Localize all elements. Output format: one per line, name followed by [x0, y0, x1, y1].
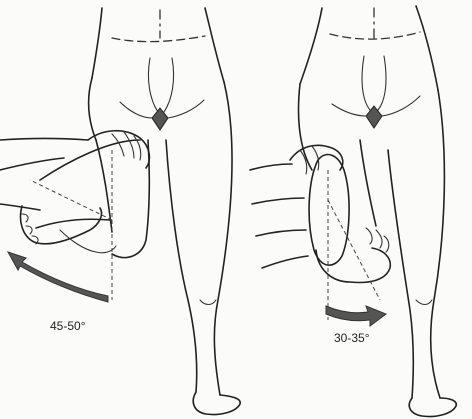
- right-knee-detail: [416, 300, 432, 305]
- left-buttock-line-left: [148, 58, 158, 112]
- left-gluteal-fold-right: [168, 100, 204, 118]
- left-examiner-arm-3: [0, 204, 40, 210]
- right-examiner-arm-1: [250, 164, 292, 170]
- right-waistband: [330, 32, 420, 39]
- left-buttock-line-right: [164, 58, 174, 112]
- right-waist-left-edge: [300, 8, 322, 84]
- right-bent-thigh-inner: [360, 140, 376, 226]
- left-waist-right-edge: [205, 8, 224, 82]
- right-standing-leg-inner: [388, 150, 413, 398]
- right-waist-right-edge: [416, 6, 438, 90]
- right-standing-foot: [409, 398, 456, 417]
- right-gluteal-cleft: [366, 106, 382, 128]
- right-buttock-line-left: [362, 56, 370, 110]
- left-held-foot: [21, 206, 102, 244]
- left-standing-foot: [193, 392, 240, 415]
- left-bent-thigh-lower: [112, 140, 149, 258]
- right-examiner-arm-3: [256, 230, 306, 236]
- right-bent-thigh-outer: [299, 84, 313, 170]
- right-angle-line: [328, 200, 380, 300]
- left-angle-line: [30, 180, 112, 220]
- left-standing-leg-inner: [166, 140, 197, 392]
- right-gluteal-fold-right: [382, 96, 420, 116]
- left-gluteal-fold-left: [120, 102, 152, 118]
- right-examiner-arm-4: [262, 256, 308, 268]
- right-bent-calf: [309, 155, 349, 266]
- left-waist-left-edge: [92, 8, 102, 78]
- left-bent-thigh-upper: [96, 140, 112, 232]
- right-buttock-line-right: [378, 56, 386, 110]
- left-examiner-arm-1: [0, 139, 88, 141]
- left-knee-detail: [200, 300, 216, 305]
- left-grip-hand: [60, 230, 116, 253]
- right-angle-label: 30-35°: [334, 331, 370, 345]
- left-examiner-arm-2: [0, 158, 64, 170]
- right-standing-leg-outer: [431, 90, 445, 398]
- left-waistband: [112, 36, 205, 42]
- right-gluteal-fold-left: [332, 104, 366, 116]
- right-figure: 30-35°: [250, 6, 456, 417]
- left-rotation-arrow: [8, 252, 108, 302]
- left-standing-leg-outer: [214, 82, 232, 395]
- left-figure: 45-50°: [0, 8, 240, 415]
- right-examiner-arm-2: [252, 198, 304, 204]
- left-angle-label: 45-50°: [50, 319, 86, 333]
- right-toes: [366, 228, 389, 252]
- left-hip-contour: [89, 78, 96, 140]
- left-bent-calf-top: [40, 140, 140, 180]
- left-gluteal-cleft: [152, 108, 168, 130]
- right-rotation-arrow: [326, 306, 386, 326]
